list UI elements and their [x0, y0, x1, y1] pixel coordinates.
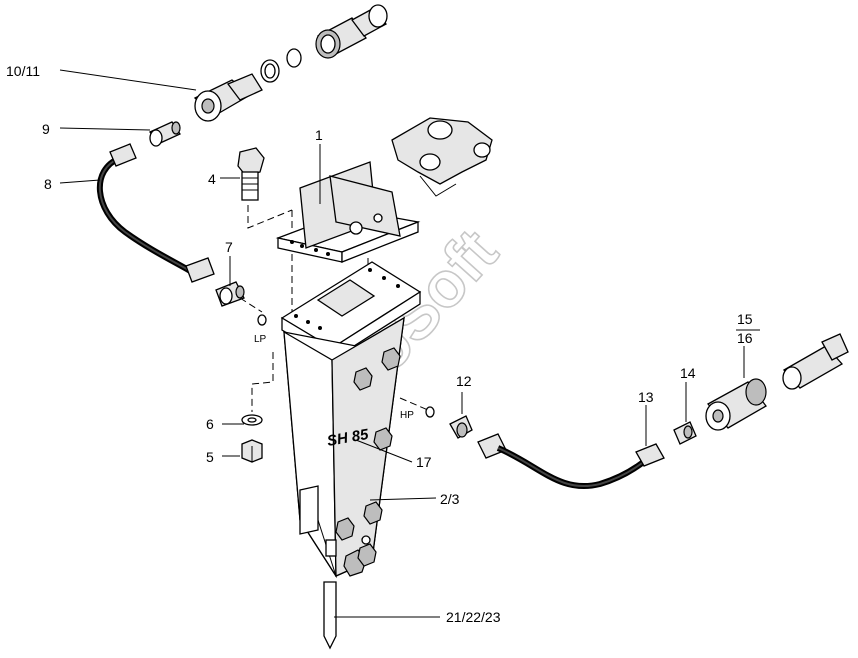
part-labels: 10/11 9 8 4 1 7 6 5 17 2/3 21/22/23 12 1… [6, 63, 753, 625]
quick-coupler-top [193, 4, 388, 122]
nut-5 [241, 439, 263, 463]
mounting-bracket-1 [275, 161, 421, 263]
label-8: 8 [44, 176, 52, 192]
chisel [323, 581, 337, 650]
washer-6 [241, 414, 263, 426]
label-5: 5 [206, 449, 214, 465]
port-label-lp: LP [254, 334, 267, 345]
fitting-7 [215, 281, 267, 326]
fitting-9 [149, 121, 181, 147]
label-2-3: 2/3 [440, 491, 460, 507]
label-15: 15 [737, 311, 753, 327]
port-label-hp: HP [400, 410, 414, 421]
label-7: 7 [225, 239, 233, 255]
label-16: 16 [737, 330, 753, 346]
fitting-12 [425, 406, 473, 439]
bolt-4 [237, 147, 265, 201]
hose-hp [477, 433, 665, 490]
label-21-22-23: 21/22/23 [446, 609, 501, 625]
hose-8 [96, 143, 215, 283]
label-6: 6 [206, 416, 214, 432]
label-1: 1 [315, 127, 323, 143]
label-10-11: 10/11 [6, 63, 40, 79]
label-14: 14 [680, 365, 696, 381]
leader-lines [59, 69, 760, 618]
fitting-14 [673, 421, 697, 445]
label-4: 4 [208, 171, 216, 187]
coupler-adapter [391, 117, 493, 197]
label-12: 12 [456, 373, 472, 389]
label-13: 13 [638, 389, 654, 405]
breaker-body [283, 316, 405, 579]
label-9: 9 [42, 121, 50, 137]
quick-coupler-right [705, 333, 849, 431]
label-17: 17 [416, 454, 432, 470]
